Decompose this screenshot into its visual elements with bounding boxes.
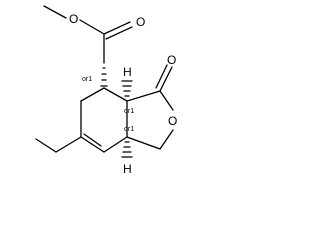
bond-c7a-c1 [126,90,161,102]
bond-lactone-carbonyl-double-b [155,64,168,89]
lactone-carbonyl-oxygen: O [167,53,176,67]
bond-c5-ethyl [55,136,82,153]
hashed-bond-c7-ester [100,67,108,87]
bond-methyl-oxygen [43,5,67,19]
bond-c1-o2 [159,90,174,111]
bonds [35,5,174,158]
bond-c4-c5-double-b [83,133,102,147]
bond-ester-carbonyl-double-b [105,26,133,40]
stereo-label-c7: or1 [82,76,92,83]
hashed-bond-bottom [121,141,133,158]
bond-c3a-c4 [103,136,128,153]
lactone-ring-oxygen: O [168,114,177,128]
bond-c7-c7a [103,87,128,102]
hydrogen-top: H [123,65,132,79]
stereo-label-c7a: or1 [124,108,134,115]
bond-c3-c3a [126,136,161,150]
chemical-structure: O O O O H H or1 or1 or1 [35,5,177,176]
bond-oxygen-carbonyl [79,19,105,35]
hydrogen-bottom: H [123,162,132,176]
bond-c6-c7 [80,87,105,102]
bond-ethyl-methyl [35,138,57,153]
hashed-bond-top [121,80,133,97]
bond-c4-c5-double-a [80,136,105,153]
ester-carbonyl-oxygen: O [136,15,145,29]
bond-ester-carbonyl-double-a [103,21,131,35]
ester-ether-oxygen: O [69,12,78,26]
bond-o2-c3 [159,129,174,150]
bond-lactone-carbonyl-double-a [159,66,173,92]
stereo-label-c3a: or1 [124,126,134,133]
